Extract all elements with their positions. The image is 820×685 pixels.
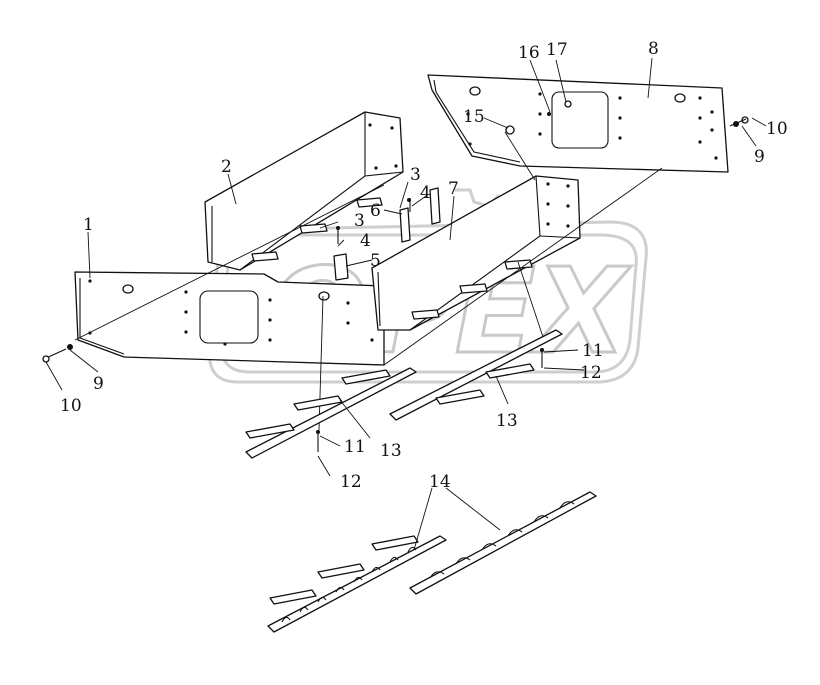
callout-6: 6 bbox=[370, 201, 381, 221]
callout-3-lower: 3 bbox=[354, 211, 365, 231]
part-2-box-cover bbox=[204, 111, 404, 271]
callout-3-upper: 3 bbox=[410, 165, 421, 185]
part-13-left-blade-bar bbox=[245, 367, 417, 459]
leader-lines bbox=[45, 57, 767, 551]
callout-15: 15 bbox=[463, 107, 485, 127]
callout-13-left: 13 bbox=[380, 441, 402, 461]
callout-10-right: 10 bbox=[766, 119, 788, 139]
part-1-left-plate bbox=[74, 271, 385, 366]
callout-13-right: 13 bbox=[496, 411, 518, 431]
callout-8: 8 bbox=[648, 39, 659, 59]
callout-4-upper: 4 bbox=[420, 183, 431, 203]
callout-12-left: 12 bbox=[340, 472, 362, 492]
callout-2: 2 bbox=[221, 157, 232, 177]
callout-labels: 1 2 3 3 4 4 5 6 7 8 9 9 10 10 11 11 12 1… bbox=[60, 39, 788, 492]
callout-16: 16 bbox=[518, 43, 540, 63]
part-8-right-plate bbox=[427, 74, 729, 173]
assembly-lines bbox=[74, 131, 663, 431]
callout-5: 5 bbox=[370, 251, 381, 271]
callout-14: 14 bbox=[429, 472, 451, 492]
small-brackets bbox=[333, 187, 441, 281]
callout-7: 7 bbox=[448, 179, 459, 199]
part-7-channel bbox=[371, 175, 581, 331]
callout-9-left: 9 bbox=[93, 374, 104, 394]
fasteners bbox=[42, 100, 749, 452]
part-13-right-blade-bar bbox=[389, 329, 563, 421]
callout-12-right: 12 bbox=[580, 363, 602, 383]
part-14-serrated-bars bbox=[267, 491, 597, 633]
callout-9-right: 9 bbox=[754, 147, 765, 167]
callout-4-lower: 4 bbox=[360, 231, 371, 251]
callout-17: 17 bbox=[546, 40, 568, 60]
callout-11-left: 11 bbox=[344, 437, 366, 457]
callout-11-right: 11 bbox=[582, 341, 604, 361]
callout-1: 1 bbox=[83, 215, 94, 235]
callout-10-left: 10 bbox=[60, 396, 82, 416]
